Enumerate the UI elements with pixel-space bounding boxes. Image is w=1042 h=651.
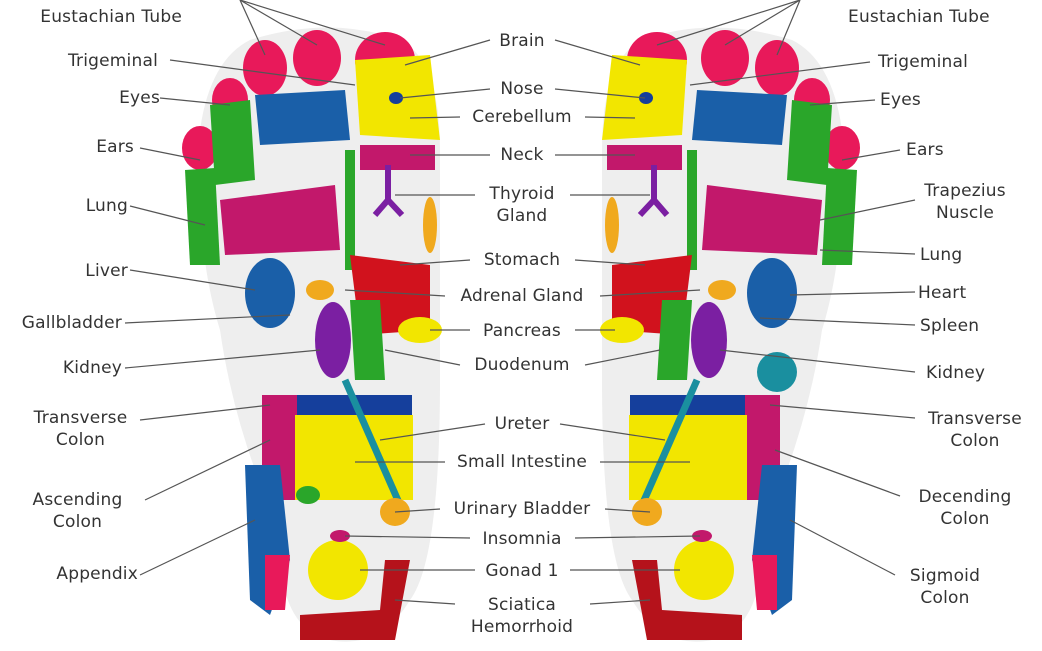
label-lung-left: Lung [85,196,128,216]
label-appendix: Appendix [56,564,138,584]
label-transverse-colon-right: Transverse Colon [928,409,1022,451]
left-duodenum [350,300,385,380]
label-spleen: Spleen [920,316,980,336]
left-pancreas [398,317,442,343]
right-duodenum [657,300,692,380]
label-eyes-right: Eyes [880,90,921,110]
left-insomnia-dot [330,530,350,542]
appendix-tip [265,555,290,610]
right-toe-3 [755,40,799,96]
right-sciatica [632,560,742,640]
right-pancreas [600,317,644,343]
right-toe-2 [701,30,749,86]
left-green-band [210,100,255,185]
left-gonad [308,540,368,600]
label-brain: Brain [499,31,545,51]
right-ureter [638,378,701,507]
label-ears-right: Ears [906,140,944,160]
label-trapezius-muscle: Trapezius Nuscle [924,181,1006,223]
left-neck-bar [360,145,435,170]
left-thyroid-fork [372,165,405,218]
label-pancreas: Pancreas [483,321,561,341]
label-transverse-colon-left: Transverse Colon [33,408,128,450]
right-lung-band [702,185,822,255]
right-kidney-teal [757,352,797,392]
label-duodenum: Duodenum [474,355,570,375]
label-neck: Neck [500,145,544,165]
label-sigmoid-colon: Sigmoid Colon [909,566,981,608]
label-ureter: Ureter [494,414,550,434]
left-adrenal [306,280,334,300]
left-lung-band [220,185,340,255]
label-trigeminal-right: Trigeminal [878,52,969,72]
right-insomnia-dot [692,530,712,542]
leader-lines [124,0,916,605]
label-cerebellum: Cerebellum [472,107,572,127]
left-kidney [315,302,351,378]
left-ascending-dot [296,486,320,504]
heart [747,258,797,328]
label-liver: Liver [85,261,128,281]
sigmoid-tip [752,555,777,610]
left-toe-5 [182,126,218,170]
right-foot [600,27,860,642]
right-nose-dot [639,92,653,104]
label-heart: Heart [918,283,967,303]
label-small-intestine: Small Intestine [456,452,587,472]
left-green-stem [345,150,355,270]
left-green-band-2 [185,168,220,265]
left-toe-band [255,90,350,145]
label-sciatica-hemorrhoid: Sciatica Hemorrhoid [470,595,574,637]
right-neck-bar [607,145,682,170]
label-kidney-left: Kidney [62,358,122,378]
label-eustachian-tube-left: Eustachian Tube [40,7,182,27]
label-ascending-colon: Ascending Colon [32,490,123,532]
left-thyroid [423,197,437,253]
left-transverse-colon [262,395,412,417]
label-adrenal-gland: Adrenal Gland [460,286,584,306]
label-urinary-bladder: Urinary Bladder [453,499,591,519]
right-adrenal [708,280,736,300]
right-green-band [787,100,832,185]
label-insomnia: Insomnia [482,529,562,549]
left-toe-2 [293,30,341,86]
label-ears-left: Ears [96,137,134,157]
right-toe-band [692,90,787,145]
liver [245,258,295,328]
label-kidney-right: Kidney [926,363,986,383]
left-sciatica [300,560,410,640]
left-nose-dot [389,92,403,104]
right-thyroid-fork [637,165,670,218]
right-green-stem [687,150,697,270]
left-ureter [341,378,404,507]
label-stomach: Stomach [483,250,561,270]
left-toe-3 [243,40,287,96]
label-nose: Nose [500,79,544,99]
left-foot [182,27,442,642]
label-eyes-left: Eyes [119,88,160,108]
right-thyroid [605,197,619,253]
right-kidney [691,302,727,378]
right-gonad [674,540,734,600]
label-gallbladder: Gallbladder [21,313,122,333]
label-thyroid-gland: Thyroid Gland [489,184,555,226]
label-lung-right: Lung [920,245,963,265]
label-eustachian-tube-right: Eustachian Tube [848,7,990,27]
label-gonad: Gonad 1 [485,561,559,581]
label-trigeminal-left: Trigeminal [67,51,158,71]
right-transverse-colon [630,395,780,417]
label-decending-colon: Decending Colon [918,487,1012,529]
